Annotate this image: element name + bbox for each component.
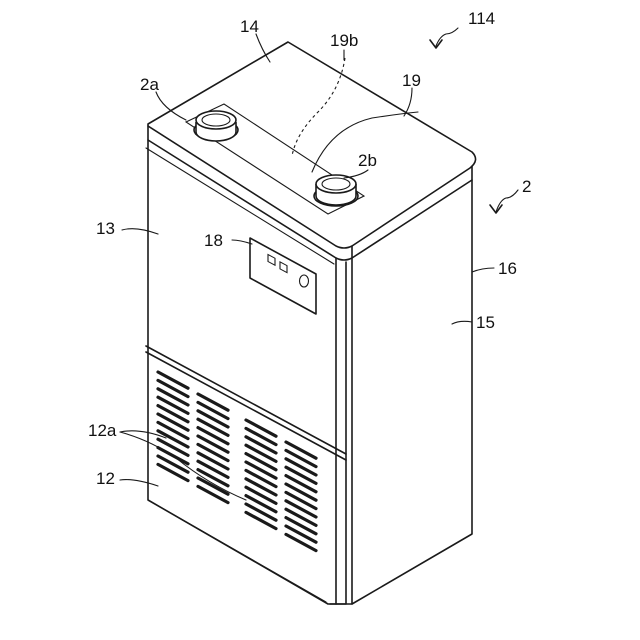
vent-slot xyxy=(158,397,188,413)
vent-slot xyxy=(198,428,228,444)
vent-slot xyxy=(246,428,276,444)
vent-slot xyxy=(158,431,188,447)
vent-slot xyxy=(198,419,228,435)
label-lower: 12 xyxy=(96,469,115,488)
vent-slot xyxy=(286,467,316,483)
panel-divider xyxy=(146,346,346,460)
label-vents: 12a xyxy=(88,421,117,440)
label-line: 19 xyxy=(402,71,421,90)
vent-slot xyxy=(198,453,228,469)
vent-slot xyxy=(286,476,316,492)
vent-slot xyxy=(198,478,228,494)
label-top: 14 xyxy=(240,17,259,36)
vent-slot xyxy=(286,459,316,475)
label-pipe-b: 2b xyxy=(358,151,377,170)
vent-slot xyxy=(246,420,276,436)
vent-slot xyxy=(198,444,228,460)
vent-slot xyxy=(286,450,316,466)
vent-slot xyxy=(286,526,316,542)
top-face xyxy=(148,42,476,248)
label-fig-number: 114 xyxy=(468,9,495,28)
label-pipe-a: 2a xyxy=(140,75,159,94)
vent-slot xyxy=(158,464,188,480)
vent-slot xyxy=(158,380,188,396)
vent-slot xyxy=(246,512,276,528)
vent-slot xyxy=(198,402,228,418)
vent-slot xyxy=(246,462,276,478)
vent-slot xyxy=(246,437,276,453)
vent-slot xyxy=(246,504,276,520)
vent-slot xyxy=(158,439,188,455)
vent-slot xyxy=(286,509,316,525)
vent-slot xyxy=(198,394,228,410)
control-panel xyxy=(250,238,316,314)
vent-slot xyxy=(246,454,276,470)
vent-slot xyxy=(246,496,276,512)
vent-slot xyxy=(158,406,188,422)
label-front: 13 xyxy=(96,219,115,238)
vent-slot xyxy=(286,501,316,517)
vent-slot xyxy=(198,436,228,452)
vent-slot xyxy=(198,411,228,427)
vent-slot xyxy=(246,470,276,486)
vent-slot xyxy=(286,534,316,550)
pipe-2b xyxy=(314,175,358,206)
pipe-2a xyxy=(194,111,238,141)
vent-slot xyxy=(286,442,316,458)
label-corner: 16 xyxy=(498,259,517,278)
label-unit: 2 xyxy=(522,177,531,196)
corner-post xyxy=(336,258,352,604)
label-panel: 18 xyxy=(204,231,223,250)
label-side: 15 xyxy=(476,313,495,332)
vent-slot xyxy=(286,484,316,500)
label-hidden-line: 19b xyxy=(330,31,358,50)
vent-slot xyxy=(246,487,276,503)
vent-slot xyxy=(158,414,188,430)
vent-slot xyxy=(198,461,228,477)
vent-slot xyxy=(158,389,188,405)
vent-slot xyxy=(286,518,316,534)
vent-slot xyxy=(158,372,188,388)
vent-grille xyxy=(158,372,316,551)
vent-slot xyxy=(246,445,276,461)
vent-slot xyxy=(286,492,316,508)
vent-slot xyxy=(246,479,276,495)
